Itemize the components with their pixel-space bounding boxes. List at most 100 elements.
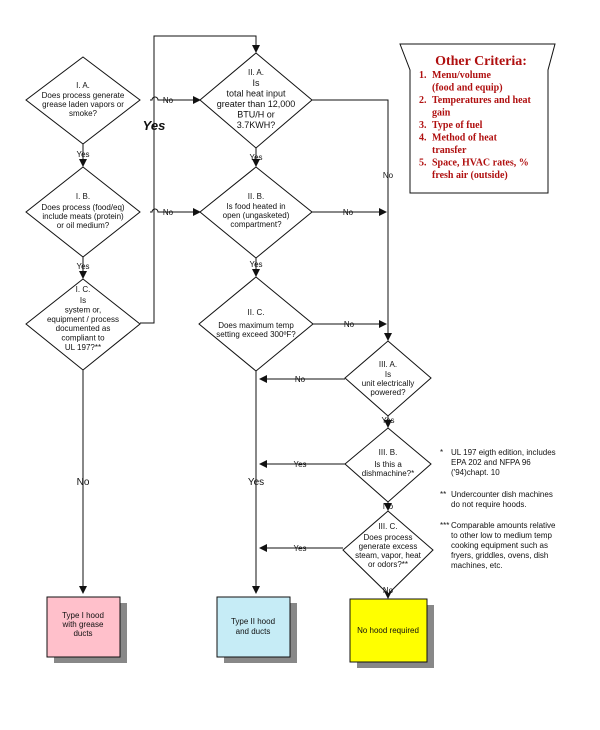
node-iic-line: setting exceed 300ºF?	[216, 330, 296, 339]
label-ia-yes: Yes	[76, 150, 89, 159]
decision-iib	[199, 166, 313, 259]
criteria-item-text: transfer	[432, 145, 467, 156]
node-iiia-line: unit electrically	[362, 379, 414, 388]
note-text: do not require hoods.	[451, 500, 527, 509]
criteria-title: Other Criteria:	[435, 54, 527, 69]
label-ia-no: No	[163, 96, 174, 105]
criteria-item-number: 1.	[419, 70, 427, 81]
note-text: ('94)chapt. 10	[451, 468, 500, 477]
note-text: to other low to medium temp	[451, 531, 552, 540]
outcome-type2-text: and ducts	[236, 627, 271, 636]
note-text: Undercounter dish machines	[451, 490, 553, 499]
arrow-iia-iiia	[312, 99, 392, 341]
node-ic-line: system or,	[65, 305, 101, 314]
node-iib-line: open (ungasketed)	[223, 211, 290, 220]
node-iia-line: Is	[252, 78, 260, 88]
label-iiic-no: No	[383, 586, 394, 595]
node-iiia-id: III. A.	[379, 360, 397, 369]
criteria-item-number: 3.	[419, 120, 427, 131]
note-text: machines, etc.	[451, 561, 503, 570]
note-text: UL 197 eigth edition, includes	[451, 448, 556, 457]
note-text: EPA 202 and NFPA 96	[451, 458, 531, 467]
criteria-item-text: Type of fuel	[432, 120, 483, 131]
node-ic-line: compliant to	[61, 334, 105, 343]
label-iia-yes: Yes	[249, 153, 262, 162]
node-ia-id: I. A.	[76, 81, 90, 90]
decision-ib	[25, 166, 141, 258]
label-ib-yes: Yes	[76, 262, 89, 271]
node-ia-line: Does process generate	[42, 91, 125, 100]
node-iiia-line: Is	[385, 370, 391, 379]
node-iiic-id: III. C.	[378, 522, 397, 531]
node-ic-line: Is	[80, 296, 86, 305]
node-iiic-line: or odors?**	[368, 560, 408, 569]
label-iiib-yes: Yes	[293, 460, 306, 469]
node-ic-line: documented as	[56, 324, 111, 333]
no-hood-box	[349, 598, 428, 663]
decision-ia	[25, 56, 141, 145]
outcome-type2-text: Type II hood	[231, 617, 275, 626]
node-ib-id: I. B.	[76, 192, 90, 201]
wire-jump-ib	[150, 208, 160, 213]
node-ic-line: UL 197?**	[65, 343, 101, 352]
node-iia-line: total heat input	[226, 89, 286, 99]
label-iic-no: No	[344, 320, 355, 329]
outcome-type1-text: Type I hood	[62, 611, 104, 620]
node-iiib-line: dishmachine?*	[362, 469, 414, 478]
criteria-item-text: Method of heat	[432, 133, 498, 144]
node-iia-id: II. A.	[248, 68, 264, 77]
note-mark: *	[440, 448, 443, 457]
node-ic-id: I. C.	[76, 285, 91, 294]
criteria-item-number: 2.	[419, 95, 427, 106]
wire-jump-ia	[150, 96, 160, 101]
node-iiib-id: III. B.	[379, 448, 398, 457]
node-ib-line: include meats (protein)	[42, 212, 124, 221]
criteria-item-text: gain	[432, 108, 451, 119]
node-iia-line: BTU/H or	[237, 110, 275, 120]
node-iib-line: Is food heated in	[226, 202, 285, 211]
node-iiic-line: steam, vapor, heat	[355, 551, 422, 560]
label-ib-no: No	[163, 208, 174, 217]
node-iiic-line: generate excess	[359, 542, 418, 551]
node-iib-id: II. B.	[248, 192, 264, 201]
node-ic-line: equipment / process	[47, 315, 119, 324]
criteria-item-text: Menu/volume	[432, 70, 491, 81]
decision-iic	[198, 276, 314, 372]
connectors	[79, 35, 392, 599]
decision-iiic	[342, 510, 434, 595]
criteria-item-text: (food and equip)	[432, 83, 503, 94]
criteria-item-text: Space, HVAC rates, %	[432, 158, 529, 169]
node-iic-line: Does maximum temp	[218, 321, 294, 330]
criteria-item-number: 4.	[419, 133, 427, 144]
node-ia-line: grease laden vapors or	[42, 100, 124, 109]
label-iiic-yes: Yes	[293, 544, 306, 553]
decision-iiia	[344, 340, 432, 417]
decision-ic	[25, 278, 141, 371]
criteria-item-text: Temperatures and heat	[432, 95, 532, 106]
label-ic-no-big: No	[77, 477, 90, 488]
label-iib-no: No	[343, 208, 354, 217]
node-iia-line: 3.7KWH?	[237, 120, 276, 130]
node-iiia-line: powered?	[370, 388, 406, 397]
label-iiia-yes: Yes	[381, 416, 394, 425]
type2-box	[216, 596, 291, 658]
criteria-text-group: Other Criteria: 1. Menu/volume (food and e…	[419, 54, 532, 181]
edge-labels: No No Yes Yes Yes Yes No No No No Yes Ye…	[76, 96, 394, 595]
label-iib-yes: Yes	[249, 260, 262, 269]
other-criteria-box	[399, 43, 556, 194]
type1-box	[46, 596, 121, 658]
decision-iia	[199, 52, 313, 149]
node-ib-line: Does process (food/eq)	[41, 203, 124, 212]
note-mark: **	[440, 490, 446, 499]
node-ia-line: smoke?	[69, 109, 98, 118]
arrow-ic-loop	[140, 35, 260, 324]
node-iia-line: greater than 12,000	[217, 99, 296, 109]
criteria-item-text: fresh air (outside)	[432, 170, 508, 181]
label-ic-yes-big: Yes	[143, 118, 166, 133]
note-text: Comparable amounts relative	[451, 521, 556, 530]
outcome-none-text: No hood required	[357, 626, 419, 635]
criteria-item-number: 5.	[419, 158, 427, 169]
